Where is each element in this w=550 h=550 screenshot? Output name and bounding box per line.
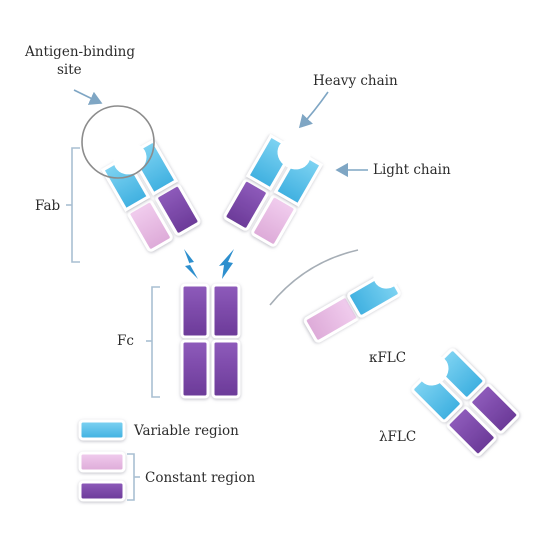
fc-region [180,283,241,399]
legend-constant-bracket [127,453,135,501]
fc-bracket [151,286,160,398]
left-fab-heavy-constant [155,183,201,236]
fc-block-top-right [211,283,241,339]
lambda-flc [411,348,520,457]
antigen-binding-site-label-line2: site [57,62,82,78]
heavy-chain-label: Heavy chain [313,73,398,89]
right-fab-light-constant [251,194,297,247]
right-fab-heavy-constant [223,178,269,231]
fc-block-bottom-right [211,339,241,399]
light-chain-label: Light chain [373,162,451,178]
fab-bracket [71,147,80,263]
kappa-flc [303,262,401,343]
hinge-bolt-right [219,249,234,279]
fab-label: Fab [35,198,60,214]
lambda-flc-right-constant [469,383,520,434]
left-binding-pocket [113,143,147,175]
hinge-bolt-left [184,249,198,279]
left-fab-arm [100,138,201,252]
right-binding-pocket [277,138,311,170]
legend-variable-label: Variable region [133,423,239,439]
left-fab-light-constant [127,199,173,252]
legend-constant-label: Constant region [145,470,255,486]
flc-separator-arc [269,249,359,306]
kappa-flc-pocket [373,262,401,289]
legend-swatch-constant-light [78,451,126,473]
legend-swatch-constant-heavy [78,480,126,502]
lambda-flc-left-constant [446,406,497,457]
lambda-flc-pocket [418,355,449,386]
kappa-flc-constant [303,295,360,343]
right-fab-arm [223,133,324,247]
heavy-chain-arrow [298,91,329,129]
lambda-flc-label: λFLC [379,429,416,445]
antigen-binding-site-circle [81,105,155,179]
kappa-flc-label: κFLC [369,350,406,366]
antigen-binding-arrow [73,89,103,105]
legend [78,419,140,502]
lambda-flc-right-variable [433,348,486,400]
right-fab-light-variable [273,149,324,207]
lambda-flc-left-variable [411,370,463,423]
fc-block-bottom-left [180,339,210,399]
fc-block-top-left [180,283,210,339]
legend-swatch-variable [78,419,126,441]
fc-label: Fc [117,333,134,349]
antigen-binding-site-label-line1: Antigen-binding [24,44,135,60]
